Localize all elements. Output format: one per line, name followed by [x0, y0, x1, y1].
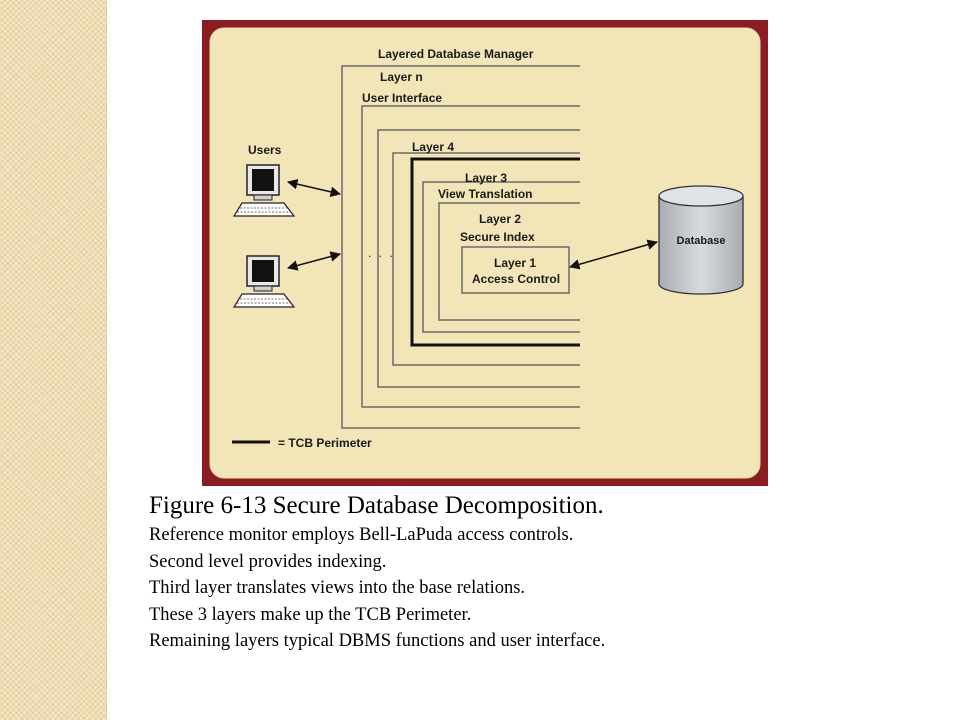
computer-terminal-icon [232, 164, 296, 217]
layer2-label: Layer 2 [479, 212, 521, 226]
database-label: Database [677, 235, 726, 247]
user1-arrow [286, 179, 342, 197]
layer3-label: Layer 3 [465, 171, 507, 185]
caption-line: Reference monitor employs Bell-LaPuda ac… [149, 525, 574, 545]
figure-panel [209, 27, 761, 479]
user-interface-label: User Interface [362, 91, 442, 105]
users-label: Users [248, 143, 282, 157]
caption-line: Remaining layers typical DBMS functions … [149, 631, 606, 651]
database-arrow [568, 239, 659, 270]
layer1-label: Layer 1 [494, 256, 536, 270]
layer-outlines [341, 65, 580, 429]
ellipsis-label: . . . [368, 246, 395, 260]
tcb-perimeter-outline [410, 157, 580, 347]
layer-intermediate-outline [377, 129, 580, 388]
secure-index-label: Secure Index [460, 230, 535, 244]
layered-database-figure: Layered Database Manager Layer n User In… [202, 20, 768, 486]
layer1-box [461, 246, 570, 294]
layer2-outline [438, 202, 580, 321]
access-control-label: Access Control [472, 272, 560, 286]
manager-label: Layered Database Manager [378, 47, 534, 61]
figure-caption: Figure 6-13 Secure Database Decompositio… [149, 490, 949, 655]
layer-manager-outline [341, 65, 580, 429]
caption-line: These 3 layers make up the TCB Perimeter… [149, 604, 472, 625]
caption-line: Second level provides indexing. [149, 551, 387, 572]
layered-database-diagram: Layered Database Manager Layer n User In… [202, 20, 768, 486]
layer-n-outline [361, 105, 580, 408]
caption-line: Third layer translates views into the ba… [149, 578, 526, 598]
caption-title: Figure 6-13 Secure Database Decompositio… [149, 492, 604, 519]
layer-n-label: Layer n [380, 70, 423, 84]
layer4-outline [392, 152, 580, 366]
layer4-label: Layer 4 [412, 140, 454, 154]
decorative-side-strip [0, 0, 107, 720]
user2-arrow [286, 251, 342, 271]
database-cylinder-icon [658, 185, 744, 295]
view-translation-label: View Translation [438, 187, 532, 201]
tcb-legend-label: = TCB Perimeter [278, 436, 372, 450]
layer3-outline [422, 181, 580, 333]
computer-terminal-icon [232, 255, 296, 308]
